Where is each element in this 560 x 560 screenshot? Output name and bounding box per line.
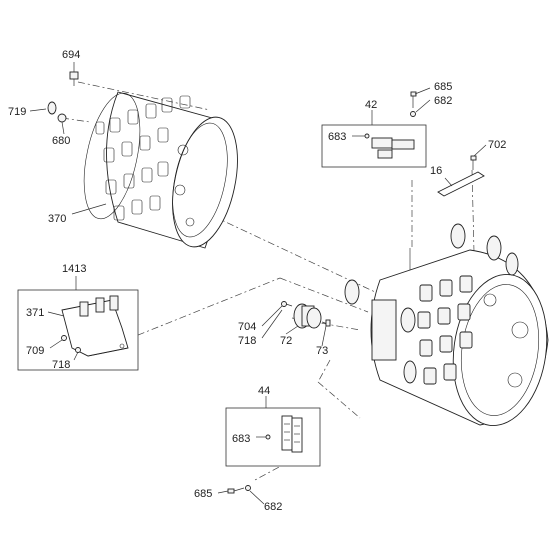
bolt-694 <box>69 71 79 86</box>
roller-72 <box>293 303 322 329</box>
label-685-top: 685 <box>434 81 452 93</box>
label-683-bottom: 683 <box>232 433 250 445</box>
washer-718-left <box>75 347 81 353</box>
label-73: 73 <box>316 345 328 357</box>
label-42: 42 <box>365 99 377 111</box>
label-718-mid: 718 <box>238 335 256 347</box>
label-719: 719 <box>8 106 26 118</box>
label-704: 704 <box>238 321 256 333</box>
label-702: 702 <box>488 139 506 151</box>
label-1413: 1413 <box>62 263 86 275</box>
pin-73 <box>321 319 331 327</box>
label-682-bottom: 682 <box>264 501 282 513</box>
label-44: 44 <box>258 385 270 397</box>
label-683-top: 683 <box>328 131 346 143</box>
plate-16 <box>437 171 485 197</box>
label-718-left: 718 <box>52 359 70 371</box>
label-685-bottom: 685 <box>194 488 212 500</box>
bracket-371 <box>61 295 129 357</box>
label-682-top: 682 <box>434 95 452 107</box>
label-680: 680 <box>52 135 70 147</box>
label-72: 72 <box>280 335 292 347</box>
callout-labels: 694 719 680 370 685 682 42 683 702 16 14… <box>8 49 506 513</box>
bolt-709 <box>61 335 67 341</box>
clamp-block-bottom <box>265 415 303 453</box>
clamp-block-top <box>364 133 415 159</box>
kit-44-box <box>225 407 321 467</box>
bolt-704 <box>281 301 293 307</box>
label-16: 16 <box>430 165 442 177</box>
screw-702 <box>470 155 477 170</box>
drum-assembly <box>344 223 549 426</box>
tyre-drum-370 <box>83 91 238 249</box>
label-709: 709 <box>26 345 44 357</box>
label-694: 694 <box>62 49 80 61</box>
label-371: 371 <box>26 307 44 319</box>
washer-682-bottom <box>245 485 251 491</box>
nut-680 <box>57 113 67 123</box>
label-370: 370 <box>48 213 66 225</box>
washer-682-top <box>410 111 416 117</box>
screw-685-top <box>410 91 417 108</box>
leader-lines <box>29 62 487 505</box>
screw-685-bottom <box>227 487 245 494</box>
washer-719 <box>47 101 57 115</box>
